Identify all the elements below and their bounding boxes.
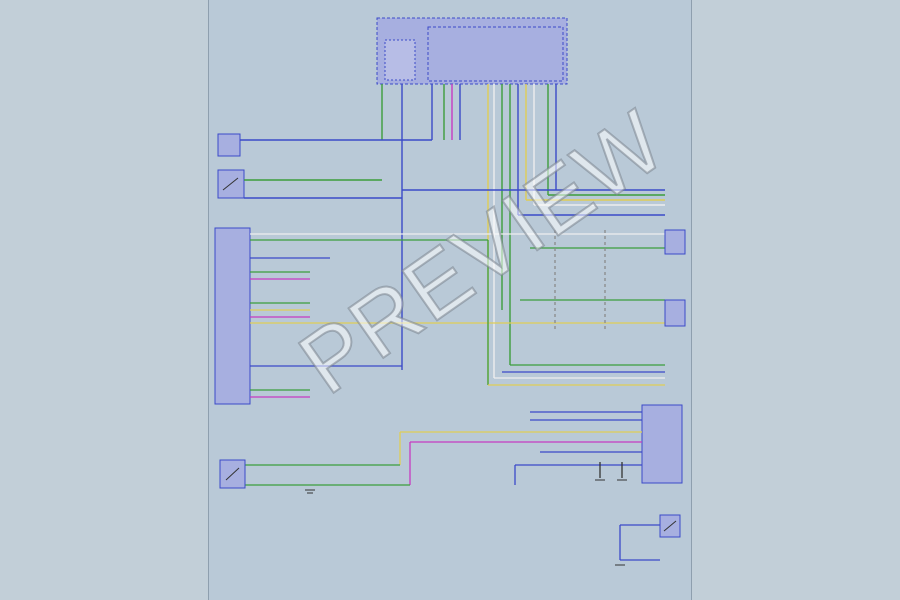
ignition-switch-contact [222, 177, 239, 191]
upper-horizontal-wires [240, 139, 665, 216]
fuel-pump-module [664, 299, 686, 327]
lower-wires [245, 411, 660, 561]
fuel-level-sender [664, 229, 686, 255]
ground-symbols [305, 479, 627, 566]
lower-right-module [641, 404, 683, 484]
left-connector-1 [217, 133, 241, 157]
fuse-block [384, 39, 416, 81]
lower-left-switch-contact [225, 467, 240, 481]
module-inner-block [427, 26, 564, 82]
lower-right-switch-contact [663, 520, 677, 532]
left-module-wires [250, 233, 665, 398]
left-module [214, 227, 251, 405]
right-side-wires [487, 230, 665, 386]
module-vertical-wires [381, 84, 557, 385]
